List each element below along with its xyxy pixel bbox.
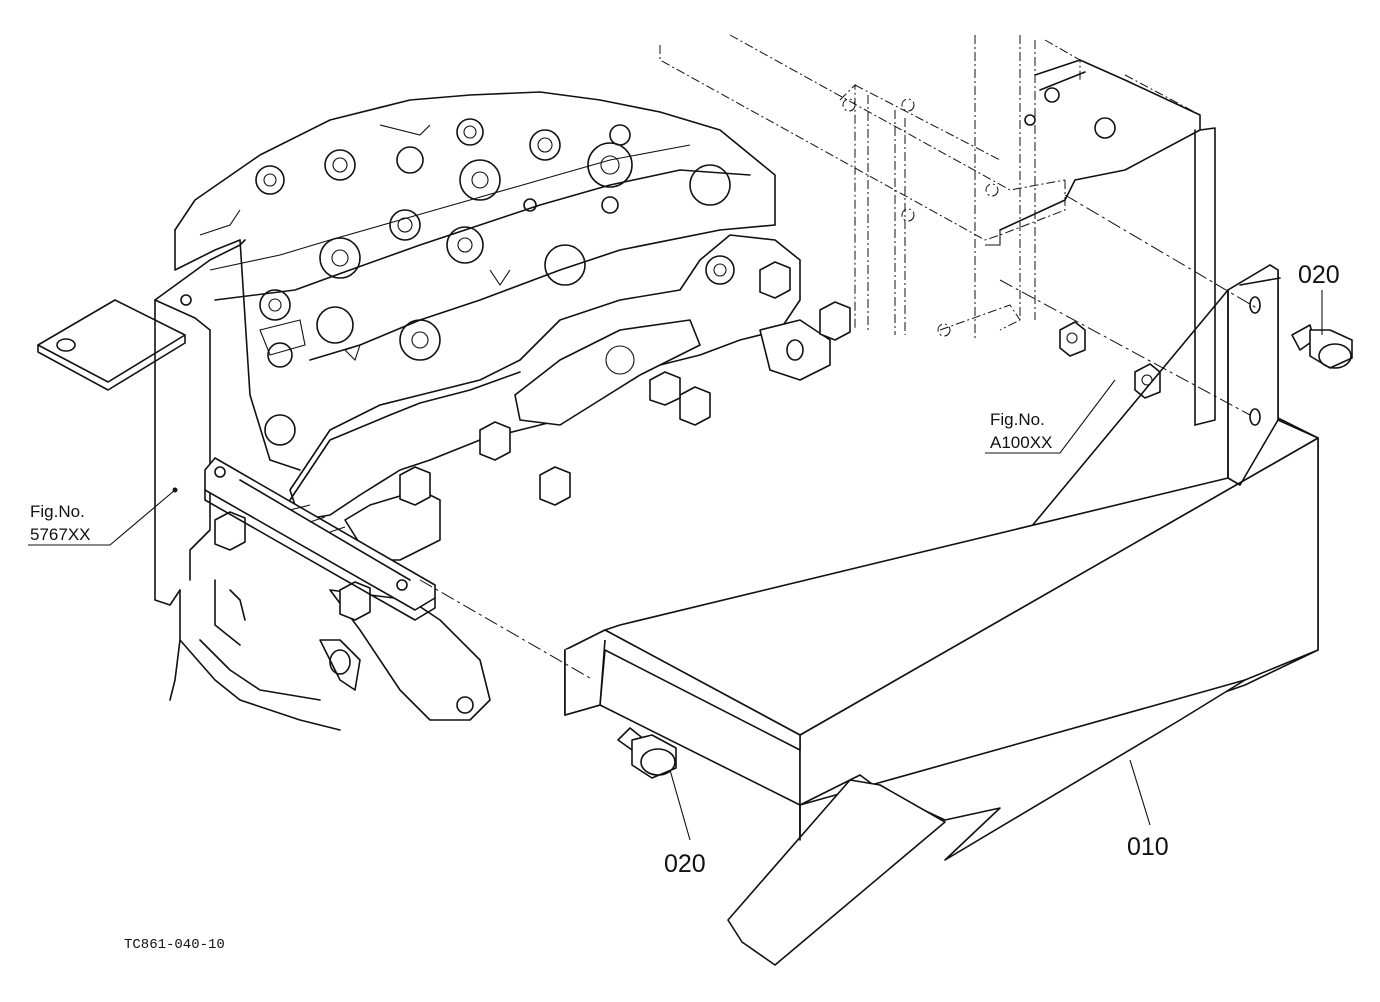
bolt-020-bottom: [617, 727, 677, 779]
callout-020-top: 020: [1298, 261, 1340, 289]
bracket-5767xx: [37, 239, 436, 731]
figref-left-line1: Fig.No.: [30, 502, 85, 521]
callout-010: 010: [1127, 833, 1169, 861]
center-lines: [419, 194, 1261, 679]
bolt-020-top: [1291, 324, 1353, 369]
heat-shield-010: [564, 264, 1319, 966]
engine-head: [174, 91, 776, 471]
frame-phantom: [659, 34, 1201, 340]
figref-left-line2: 5767XX: [30, 525, 91, 544]
leader-lines: [28, 290, 1323, 841]
figref-right-line2: A100XX: [990, 433, 1052, 452]
exhaust-manifold: [214, 234, 851, 721]
bracket-a100xx: [985, 59, 1216, 426]
figref-right-line1: Fig.No.: [990, 410, 1045, 429]
callout-020-bottom: 020: [664, 850, 706, 878]
drawing-code: TC861-040-10: [124, 937, 225, 953]
stud-nut: [214, 261, 851, 621]
